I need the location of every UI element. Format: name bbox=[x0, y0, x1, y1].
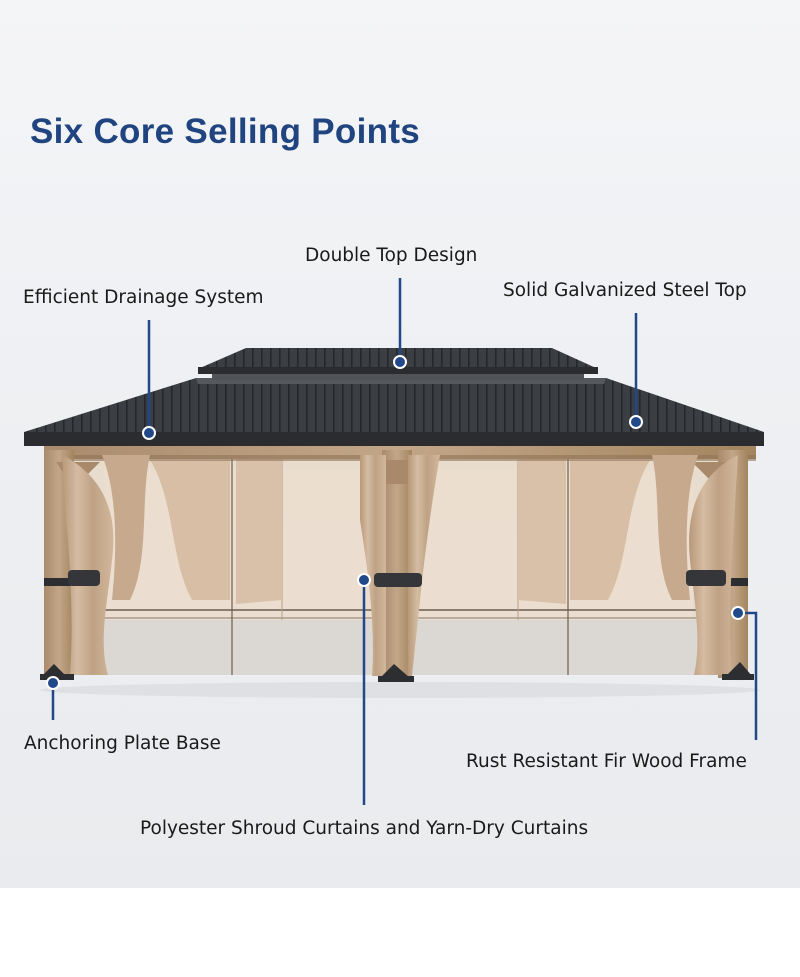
drainage-callout-dot bbox=[142, 426, 156, 440]
feature-label-drainage: Efficient Drainage System bbox=[23, 287, 264, 308]
side-curtains bbox=[62, 455, 738, 676]
back-curtains bbox=[150, 458, 650, 604]
feature-label-anchoring: Anchoring Plate Base bbox=[24, 733, 221, 754]
curtains-callout-dot bbox=[357, 573, 371, 587]
feature-label-wood-frame: Rust Resistant Fir Wood Frame bbox=[466, 751, 747, 772]
page-title: Six Core Selling Points bbox=[30, 112, 421, 151]
double-top-callout-dot bbox=[393, 355, 407, 369]
anchoring-plates bbox=[40, 662, 760, 698]
feature-label-curtains: Polyester Shroud Curtains and Yarn-Dry C… bbox=[140, 818, 589, 839]
feature-label-steel-top: Solid Galvanized Steel Top bbox=[503, 280, 747, 301]
wood-frame-callout-dot bbox=[731, 606, 745, 620]
wood-posts bbox=[44, 450, 748, 678]
feature-label-double-top: Double Top Design bbox=[305, 245, 478, 266]
steel-roof bbox=[24, 378, 764, 446]
anchoring-callout-dot bbox=[46, 676, 60, 690]
steel-top-callout-dot bbox=[629, 415, 643, 429]
